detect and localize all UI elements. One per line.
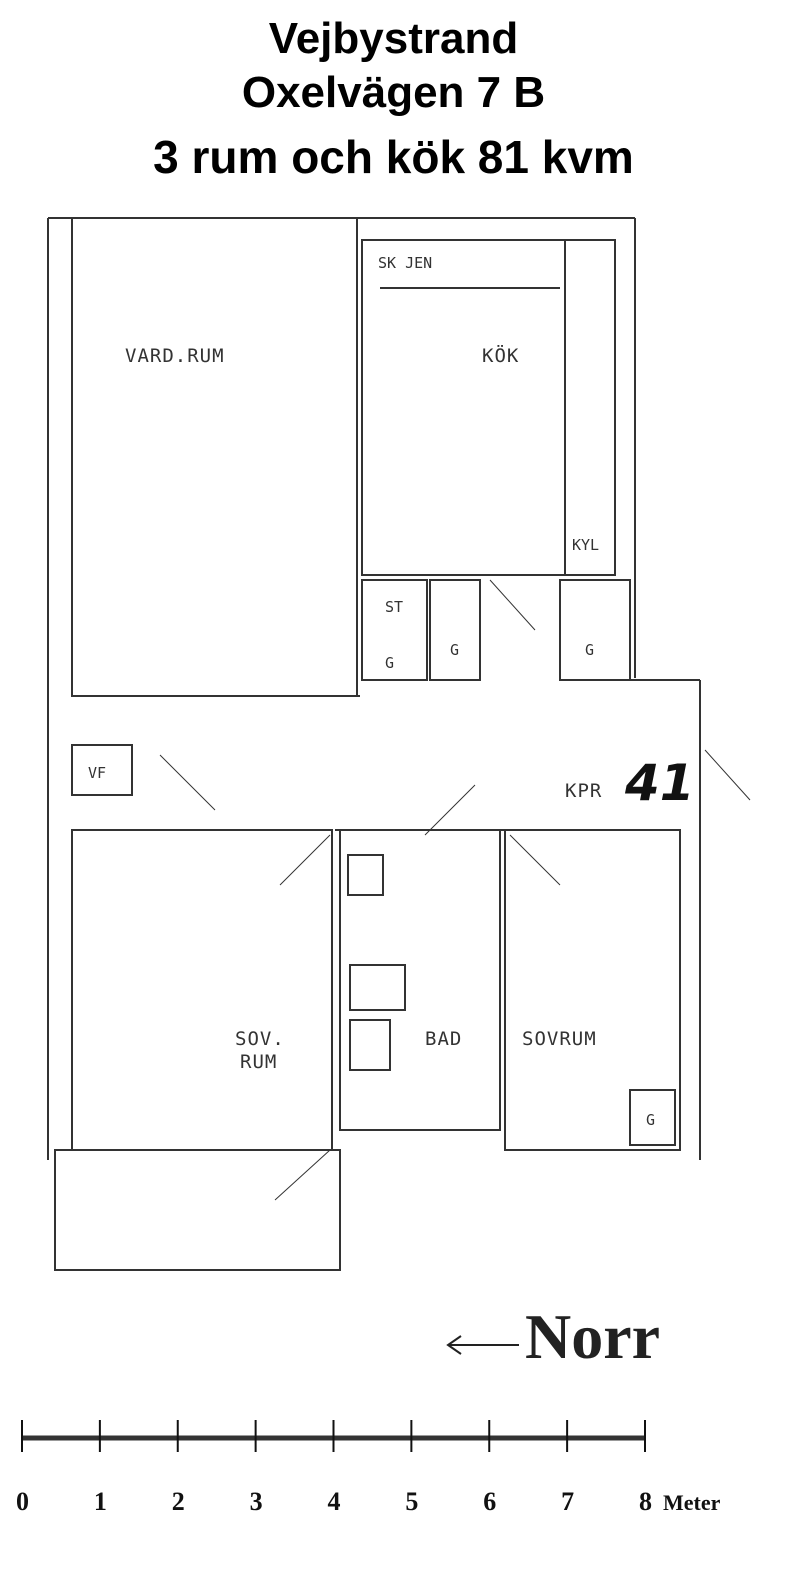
vf-closet — [71, 744, 133, 796]
north-arrow-icon — [446, 1335, 519, 1355]
room-label-hall: KPR — [565, 780, 602, 802]
north-label: Norr — [525, 1301, 661, 1372]
scale-tick-label: 5 — [405, 1487, 418, 1516]
room-label-bathroom: BAD — [425, 1028, 462, 1050]
bath-sink — [349, 964, 406, 1011]
room-label-vf: VF — [88, 764, 106, 782]
plan-title-address: Oxelvägen 7 B — [241, 68, 546, 117]
closet-g1 — [429, 579, 481, 681]
room-label-bedroom-2: SOVRUM — [522, 1028, 597, 1050]
unit-number: 41 — [624, 754, 695, 812]
wall-bedroom-1 — [71, 829, 333, 1151]
door-swing-bedroom-1 — [279, 834, 331, 886]
door-swing-hall — [159, 754, 216, 811]
room-label-living-room: VARD.RUM — [125, 345, 225, 367]
closet-st — [361, 579, 428, 681]
scale-tick-label: 1 — [94, 1487, 107, 1516]
door-swing-bedroom-2 — [509, 834, 561, 886]
room-label-fridge: KYL — [572, 536, 599, 554]
door-swing-balcony — [274, 1149, 331, 1201]
kitchen-counter — [564, 239, 616, 576]
balcony — [54, 1149, 341, 1271]
wall-bedroom-2 — [504, 829, 681, 1151]
closet-g2 — [559, 579, 631, 681]
scale-unit-label: Meter — [663, 1490, 721, 1515]
room-label-g-closet-3: G — [585, 641, 594, 659]
scale-tick-label: 7 — [561, 1487, 574, 1516]
scale-tick-label: 3 — [250, 1487, 263, 1516]
door-swing-bathroom — [424, 784, 476, 836]
wall-living-room — [71, 217, 358, 697]
wall-kitchen — [361, 239, 616, 576]
room-label-kitchen-bench: SK JEN — [378, 254, 432, 272]
room-label-kitchen: KÖK — [482, 344, 519, 367]
bath-tub — [349, 1019, 391, 1071]
scale-tick-label: 8 — [639, 1487, 652, 1516]
scale-tick-label: 0 — [16, 1487, 29, 1516]
closet-g4 — [629, 1089, 676, 1146]
scale-bar: 0 1 2 3 4 5 6 7 8 Meter — [16, 1420, 721, 1516]
bath-shower — [347, 854, 384, 896]
scale-tick-label: 4 — [328, 1487, 341, 1516]
room-label-bedroom-1-a: SOV. — [235, 1028, 285, 1050]
scale-tick-label: 2 — [172, 1487, 185, 1516]
door-swing-entry — [704, 749, 751, 801]
room-label-bedroom-1-b: RUM — [240, 1051, 277, 1073]
room-label-g-closet-2: G — [450, 641, 459, 659]
wall-bathroom — [339, 829, 501, 1131]
plan-title-size: 3 rum och kök 81 kvm — [153, 131, 634, 183]
room-label-g-closet-1: G — [385, 654, 394, 672]
plan-title-location: Vejbystrand — [268, 14, 519, 63]
room-label-g-closet-4: G — [646, 1111, 655, 1129]
room-label-st: ST — [385, 598, 403, 616]
floor-plan: VARD.RUM KÖK SK JEN KYL ST G G G VF KPR … — [47, 217, 751, 1271]
door-swing-kitchen — [489, 579, 536, 631]
scale-tick-label: 6 — [483, 1487, 496, 1516]
